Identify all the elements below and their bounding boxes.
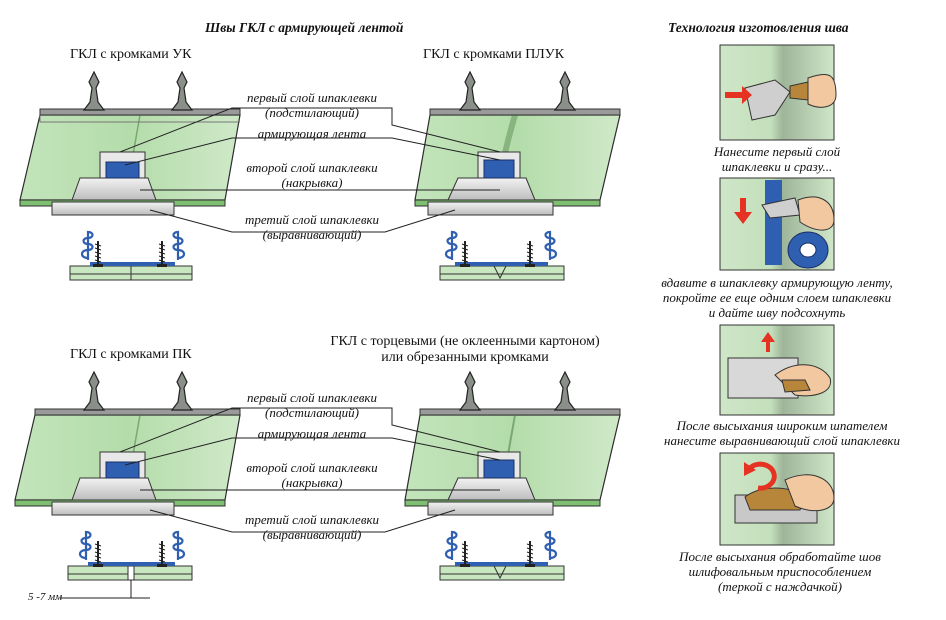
step-3-text: После высыхания широким шпателем нанесит…	[622, 418, 942, 448]
caption-cut-line2: или обрезанными кромками	[381, 350, 549, 365]
leader-lines-bottom	[119, 407, 501, 533]
label-layer1-top: первый слой шпаклевки (подстилающий)	[232, 90, 392, 120]
caption-pluk: ГКЛ с кромками ПЛУК	[423, 47, 565, 62]
label-layer1-line1: первый слой шпаклевки	[247, 90, 377, 105]
step-2-text: вдавите в шпаклевку армирующую ленту, по…	[622, 275, 932, 320]
label-layer3-line2: (накрывка)	[281, 175, 343, 190]
panel-pluk	[414, 71, 621, 281]
label-layer4-line2: (выравнивающий)	[262, 527, 362, 542]
step-1-line1: Нанесите первый слой	[713, 144, 841, 159]
label-layer3-line2: (накрывка)	[281, 475, 343, 490]
step-2-image	[719, 177, 835, 271]
step-1-image	[719, 44, 837, 141]
label-layer1-line1: первый слой шпаклевки	[247, 390, 377, 405]
label-layer4-bottom: третий слой шпаклевки (выравнивающий)	[232, 512, 392, 542]
label-layer4-line1: третий слой шпаклевки	[244, 512, 380, 527]
caption-cut-edges: ГКЛ с торцевыми (не оклеенными картоном)…	[305, 334, 625, 366]
step-2-line3: и дайте шву подсохнуть	[708, 305, 846, 320]
label-layer3-top: второй слой шпаклевки (накрывка)	[232, 160, 392, 190]
label-layer4-line1: третий слой шпаклевки	[244, 212, 380, 227]
label-layer4-top: третий слой шпаклевки (выравнивающий)	[232, 212, 392, 242]
panel-pk	[14, 371, 241, 599]
step-4-line2: шлифовальным приспособлением	[688, 564, 872, 579]
caption-cut-line1: ГКЛ с торцевыми (не оклеенными картоном)	[330, 334, 600, 349]
step-4-line1: После высыхания обработайте шов	[679, 549, 881, 564]
panel-uk	[19, 71, 241, 281]
step-1-line2: шпаклевки и сразу...	[721, 159, 833, 174]
step-2-line1: вдавите в шпаклевку армирующую ленту,	[661, 275, 893, 290]
label-layer4-line2: (выравнивающий)	[262, 227, 362, 242]
title-left: Швы ГКЛ с армирующей лентой	[205, 20, 404, 35]
panel-cut-edges	[404, 371, 621, 581]
label-layer1-line2: (подстилающий)	[264, 105, 360, 120]
step-3-line1: После высыхания широким шпателем	[676, 418, 888, 433]
step-4-text: После высыхания обработайте шов шлифовал…	[640, 549, 920, 594]
step-2-line2: покройте ее еще одним слоем шпаклевки	[662, 290, 892, 305]
label-layer3-line1: второй слой шпаклевки	[246, 460, 378, 475]
step-3-image	[719, 324, 835, 416]
gap-label: 5 -7 мм	[28, 591, 63, 603]
title-right: Технология изготовления шва	[668, 20, 849, 35]
step-1-text: Нанесите первый слой шпаклевки и сразу..…	[652, 144, 902, 174]
step-4-line3: (теркой с наждачкой)	[718, 579, 842, 594]
label-layer2-top: армирующая лента	[257, 126, 367, 141]
step-4-image	[719, 452, 835, 546]
label-layer1-bottom: первый слой шпаклевки (подстилающий)	[232, 390, 392, 420]
label-layer1-line2: (подстилающий)	[264, 405, 360, 420]
label-layer3-bottom: второй слой шпаклевки (накрывка)	[232, 460, 392, 490]
step-3-line2: нанесите выравнивающий слой шпаклевки	[664, 433, 900, 448]
caption-uk: ГКЛ с кромками УК	[70, 47, 192, 62]
caption-pk: ГКЛ с кромками ПК	[70, 347, 192, 362]
label-layer3-line1: второй слой шпаклевки	[246, 160, 378, 175]
label-layer2-bottom: армирующая лента	[257, 426, 367, 441]
leader-lines-top	[119, 107, 501, 233]
